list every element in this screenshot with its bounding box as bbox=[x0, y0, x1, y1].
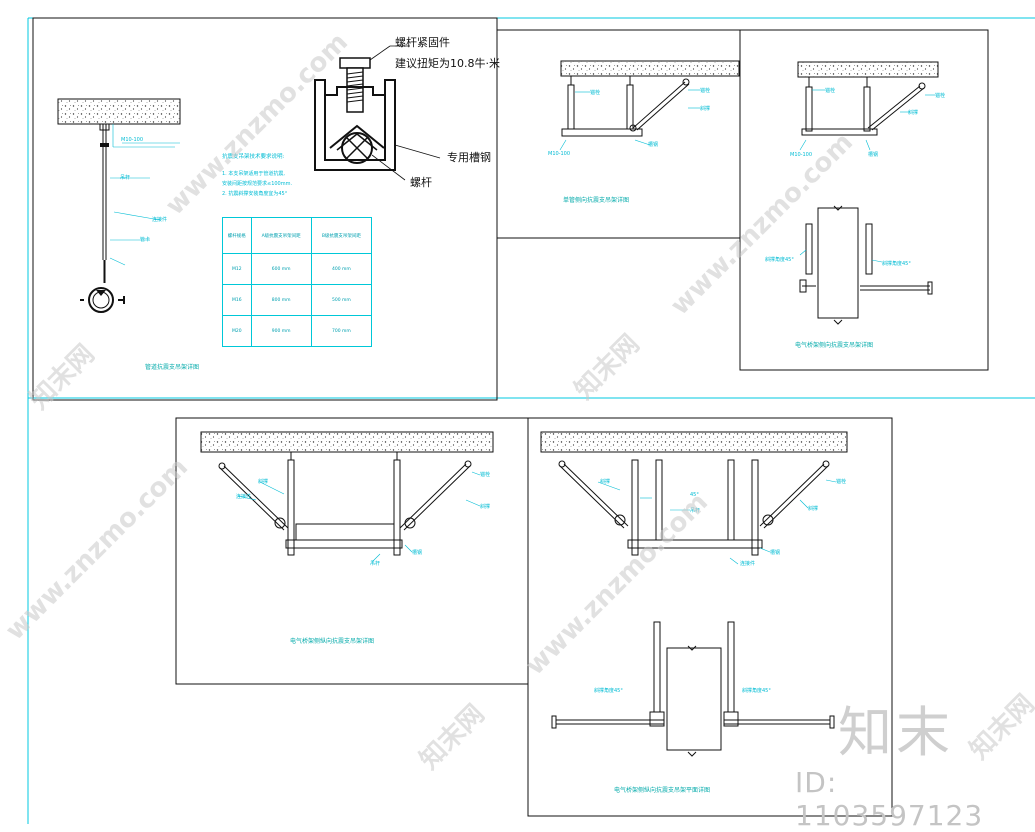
bolt-fastener-label: 螺杆紧固件 bbox=[395, 36, 450, 49]
callout-pipe-clamp: 管卡 bbox=[140, 237, 151, 243]
callout-brace: 斜撑 bbox=[258, 479, 269, 485]
table-cell: M16 bbox=[222, 284, 252, 317]
callout-channel: 槽钢 bbox=[770, 550, 781, 556]
table-row: M12 600 mm 400 mm bbox=[222, 253, 373, 286]
caption-panel-1: 管道抗震支吊架详图 bbox=[145, 364, 200, 371]
table-cell: 900 mm bbox=[250, 315, 312, 347]
panel-borders bbox=[32, 17, 989, 817]
callout-brace: 斜撑 bbox=[480, 504, 491, 510]
note-line-3: 2. 抗震斜撑安装角度宜为45° bbox=[222, 191, 288, 197]
callout-channel: 槽钢 bbox=[412, 550, 423, 556]
note-line-1: 1. 本支吊架适用于管道抗震, bbox=[222, 171, 285, 177]
callout-brace-angle: 斜撑角度45° bbox=[882, 261, 911, 267]
callout-connector: 连接件 bbox=[152, 217, 168, 223]
panel-5-drawing bbox=[540, 431, 848, 757]
callout-anchor: 锚栓 bbox=[935, 93, 946, 99]
callout-hanger: 吊杆 bbox=[690, 508, 701, 514]
panel-1-drawing bbox=[57, 45, 441, 313]
table-cell: 800 mm bbox=[250, 284, 312, 317]
panel-3-drawing bbox=[797, 61, 939, 325]
callout-brace: 斜撑 bbox=[600, 479, 611, 485]
callout-brace-angle: 斜撑角度45° bbox=[742, 688, 771, 694]
table-cell: M12 bbox=[222, 253, 252, 286]
caption-panel-2: 单管侧向抗震支吊架详图 bbox=[563, 197, 630, 204]
callout-rod-spec: M10-100 bbox=[790, 152, 813, 158]
table-cell: 500 mm bbox=[310, 284, 373, 317]
table-cell: 700 mm bbox=[310, 315, 373, 347]
callout-brace: 斜撑 bbox=[808, 506, 819, 512]
resource-id: ID: 1103597123 bbox=[795, 766, 984, 832]
note-line-2: 安装间距按规范要求≤100mm. bbox=[222, 181, 293, 187]
callout-hanger: 吊杆 bbox=[120, 175, 131, 181]
panel-4-drawing bbox=[200, 431, 494, 563]
callout-anchor: 锚栓 bbox=[700, 88, 711, 94]
table-cell: M20 bbox=[222, 315, 252, 347]
callout-anchor: 锚栓 bbox=[836, 479, 847, 485]
callout-brace-angle: 斜撑角度45° bbox=[765, 257, 794, 263]
table-row: M16 800 mm 500 mm bbox=[222, 284, 373, 317]
callout-channel: 槽钢 bbox=[648, 142, 659, 148]
panel-2-drawing bbox=[559, 60, 740, 151]
callout-brace-angle: 斜撑角度45° bbox=[594, 688, 623, 694]
caption-panel-3: 电气桥架侧向抗震支吊架详图 bbox=[795, 342, 874, 349]
callout-anchor: 锚栓 bbox=[825, 88, 836, 94]
table-cell: 400 mm bbox=[310, 253, 373, 286]
callout-rod-spec: M10-100 bbox=[121, 137, 144, 143]
brand-logo: 知末 bbox=[838, 701, 954, 764]
table-header-cell: A级抗震支吊架间距 bbox=[250, 216, 312, 255]
callout-connector: 连接件 bbox=[740, 561, 756, 567]
callout-anchor: 锚栓 bbox=[590, 90, 601, 96]
callout-rod-spec: M10-100 bbox=[548, 151, 571, 157]
table-header-cell: 螺杆规格 bbox=[222, 216, 252, 255]
channel-steel-label: 专用槽钢 bbox=[447, 151, 491, 164]
table-header-row: 螺杆规格 A级抗震支吊架间距 B级抗震支吊架间距 bbox=[222, 216, 373, 255]
callout-hanger: 吊杆 bbox=[370, 561, 381, 567]
callout-brace: 斜撑 bbox=[700, 106, 711, 112]
torque-note-label: 建议扭矩为10.8牛·米 bbox=[395, 57, 500, 70]
callout-channel: 槽钢 bbox=[868, 152, 879, 158]
table-row: M20 900 mm 700 mm bbox=[222, 315, 373, 347]
table-cell: 600 mm bbox=[250, 253, 312, 286]
caption-panel-5: 电气桥架侧纵向抗震支吊架平面详图 bbox=[614, 787, 711, 794]
callout-connector: 连接件 bbox=[236, 494, 252, 500]
callout-angle: 45° bbox=[690, 492, 699, 498]
caption-panel-4: 电气桥架侧纵向抗震支吊架详图 bbox=[290, 638, 375, 645]
spacing-table: 螺杆规格 A级抗震支吊架间距 B级抗震支吊架间距 M12 600 mm 400 … bbox=[222, 216, 373, 347]
callout-anchor: 锚栓 bbox=[480, 472, 491, 478]
notes-title: 抗震支吊架技术要求说明: bbox=[222, 154, 285, 160]
screw-rod-label: 螺杆 bbox=[410, 176, 432, 189]
table-header-cell: B级抗震支吊架间距 bbox=[310, 216, 373, 255]
callout-brace: 斜撑 bbox=[908, 110, 919, 116]
